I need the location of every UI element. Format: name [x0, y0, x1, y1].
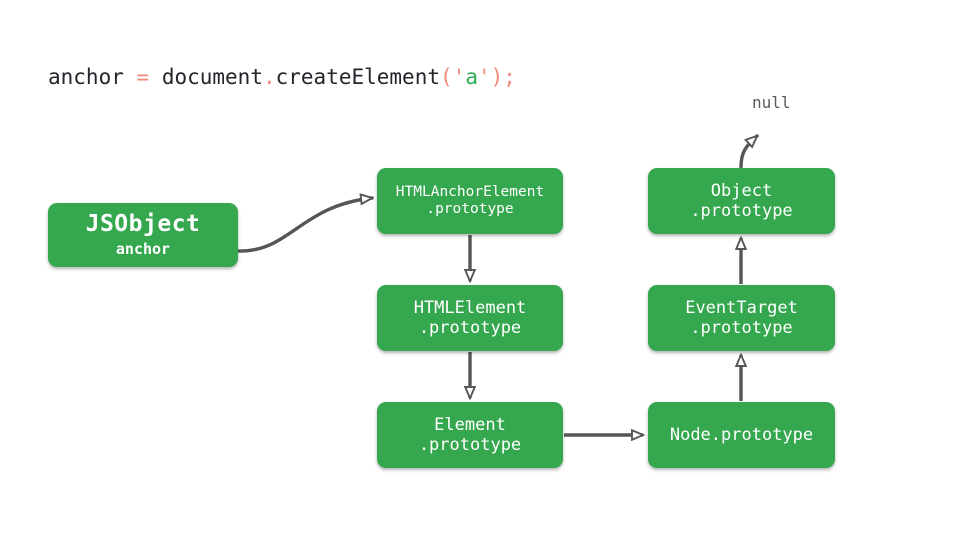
node-object-prototype[interactable]: Object .prototype	[648, 168, 835, 234]
node-eventtarget-line2: .prototype	[690, 318, 793, 338]
node-jsobject-title: JSObject	[85, 211, 201, 238]
node-htmlanchorelement-line2: .prototype	[426, 201, 514, 217]
node-htmlelement-line1: HTMLElement	[413, 297, 527, 318]
node-object-line1: Object	[710, 180, 773, 201]
edge-object-to-null	[739, 136, 757, 169]
edge-jsobject-to-htmlanchorelement	[237, 198, 372, 253]
node-htmlelement-prototype[interactable]: HTMLElement .prototype	[377, 285, 563, 351]
node-jsobject[interactable]: JSObject anchor	[48, 203, 238, 267]
node-element-line1: Element	[434, 414, 506, 435]
node-element-line2: .prototype	[418, 435, 522, 455]
code-token-document: document	[149, 65, 263, 89]
code-token-close-paren: )	[490, 65, 504, 89]
code-token-semicolon: ;	[503, 65, 516, 89]
node-node-prototype[interactable]: Node.prototype	[648, 402, 835, 468]
code-snippet: anchor = document.createElement('a');	[48, 62, 516, 92]
node-eventtarget-line1: EventTarget	[685, 297, 798, 318]
node-node-line1: Node.prototype	[669, 424, 814, 445]
node-eventtarget-prototype[interactable]: EventTarget .prototype	[648, 285, 835, 351]
code-token-dot: .	[262, 65, 276, 89]
code-token-method: createElement	[275, 65, 440, 89]
node-object-line2: .prototype	[690, 201, 793, 221]
node-htmlanchorelement-prototype[interactable]: HTMLAnchorElement .prototype	[377, 168, 563, 234]
code-token-assign: =	[136, 65, 150, 89]
code-token-open-quote: '	[452, 65, 466, 89]
node-jsobject-subtitle: anchor	[115, 240, 171, 259]
node-htmlanchorelement-line1: HTMLAnchorElement	[395, 183, 545, 200]
node-htmlelement-line2: .prototype	[418, 318, 522, 338]
code-token-open-paren: (	[440, 65, 453, 89]
null-terminator-label: null	[752, 93, 791, 112]
code-token-identifier: anchor	[48, 65, 137, 89]
code-token-string-a: a	[465, 65, 478, 89]
node-element-prototype[interactable]: Element .prototype	[377, 402, 563, 468]
code-token-close-quote: '	[477, 65, 491, 89]
